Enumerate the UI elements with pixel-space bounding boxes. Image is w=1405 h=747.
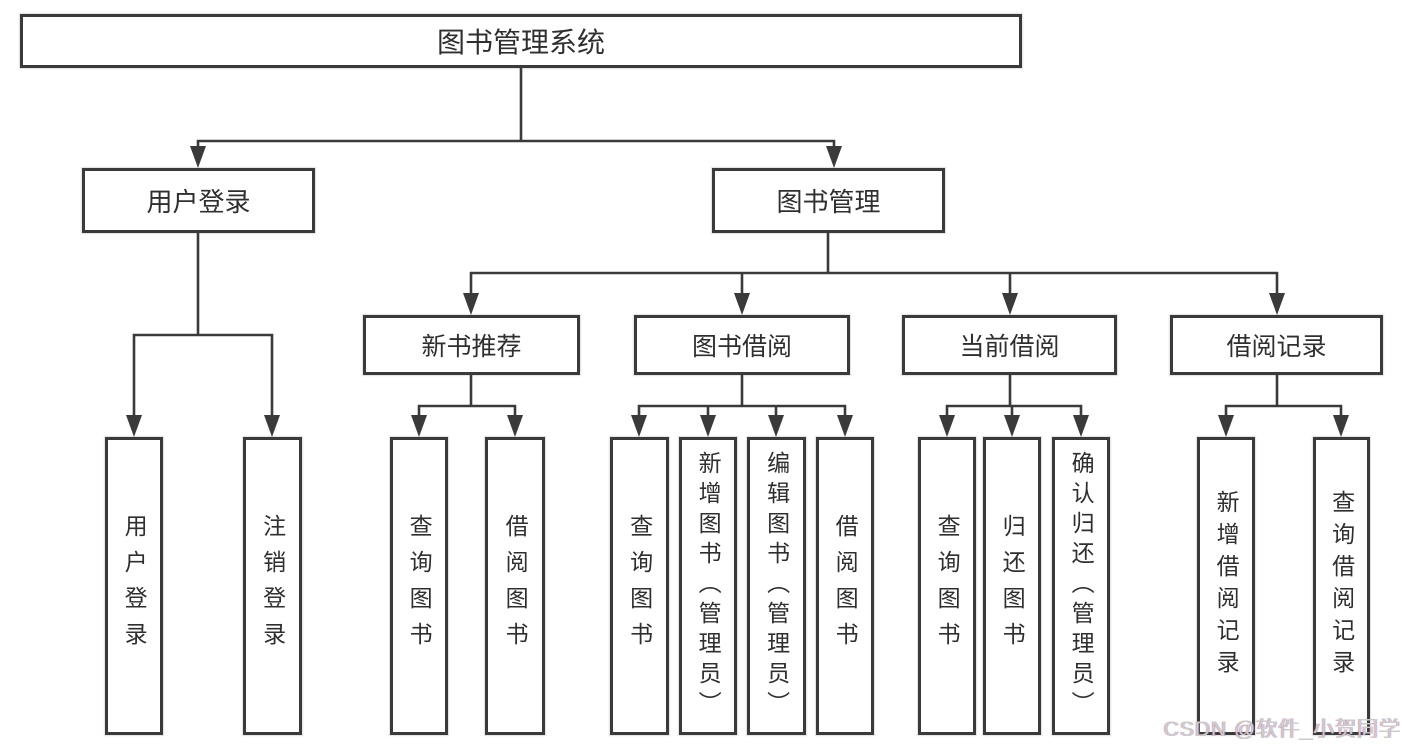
leaf-borrow-books-borrowing: 借阅图书 — [816, 437, 874, 735]
node-current-borrowing: 当前借阅 — [902, 315, 1117, 375]
leaf-confirm-return-admin: 确认归还（管理员） — [1052, 437, 1110, 735]
leaf-query-books-current: 查询图书 — [918, 437, 976, 735]
node-user-login: 用户登录 — [82, 168, 315, 233]
arrowheads — [126, 146, 1349, 437]
leaf-add-book-admin: 新增图书（管理员） — [679, 437, 737, 735]
leaf-query-books-recommend: 查询图书 — [390, 437, 448, 735]
node-new-book-recommendation: 新书推荐 — [363, 315, 580, 375]
leaf-user-login: 用户登录 — [105, 437, 163, 735]
leaf-query-books-borrowing: 查询图书 — [610, 437, 669, 735]
node-book-management: 图书管理 — [712, 168, 945, 233]
leaf-borrow-books-recommend: 借阅图书 — [485, 437, 545, 735]
node-library-system: 图书管理系统 — [20, 14, 1022, 68]
leaf-query-borrow-record: 查询借阅记录 — [1313, 437, 1370, 735]
leaf-logout: 注销登录 — [243, 437, 302, 735]
leaf-add-borrow-record: 新增借阅记录 — [1197, 437, 1255, 735]
csdn-watermark: CSDN @软件_小贺同学 — [1163, 718, 1401, 741]
node-book-borrowing: 图书借阅 — [634, 315, 850, 375]
node-borrowing-records: 借阅记录 — [1170, 315, 1383, 375]
leaf-edit-book-admin: 编辑图书（管理员） — [747, 437, 806, 735]
leaf-return-book: 归还图书 — [983, 437, 1041, 735]
